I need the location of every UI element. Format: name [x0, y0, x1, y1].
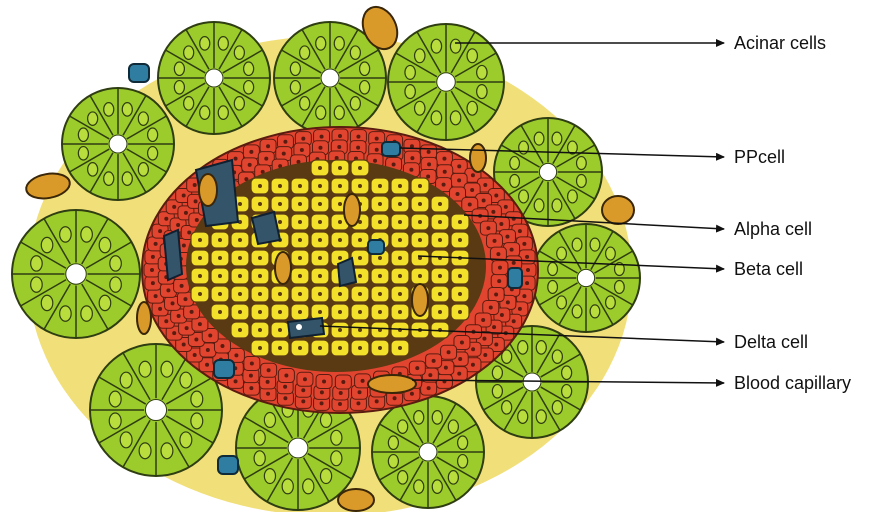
acinus — [388, 24, 504, 140]
label-pp-cell: PPcell — [734, 147, 785, 167]
label-acinar-cells: Acinar cells — [734, 33, 826, 53]
label-blood-capillary: Blood capillary — [734, 373, 851, 393]
label-alpha-cell: Alpha cell — [734, 219, 812, 239]
label-delta-cell: Delta cell — [734, 332, 808, 352]
acinus — [532, 224, 640, 332]
label-beta-cell: Beta cell — [734, 259, 803, 279]
acinus — [62, 88, 174, 200]
acinus — [372, 396, 484, 508]
acinus — [158, 22, 270, 134]
acinus — [12, 210, 140, 338]
